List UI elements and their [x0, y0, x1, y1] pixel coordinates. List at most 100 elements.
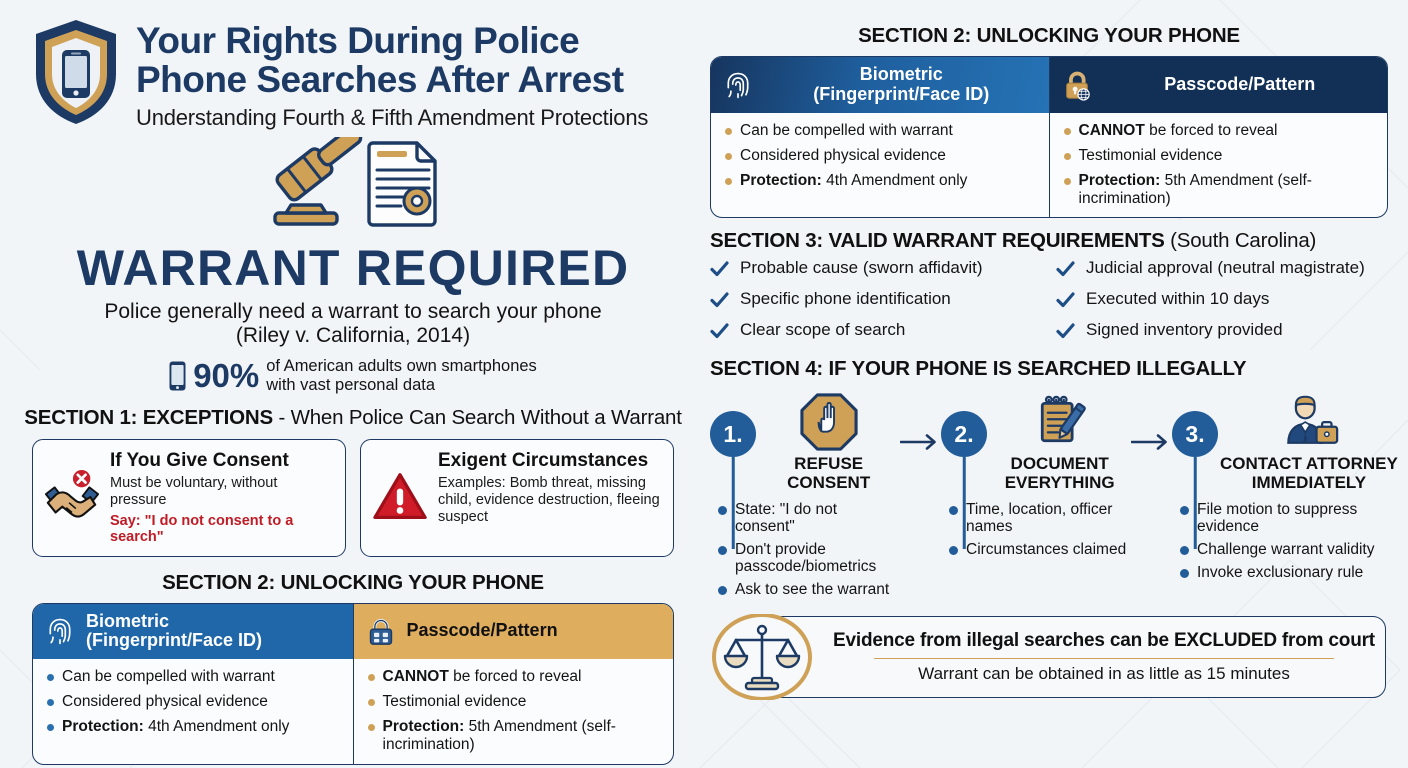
requirement-text: Specific phone identification	[740, 289, 951, 309]
list-item: Testimonial evidence	[367, 693, 662, 711]
section2-header-biometric: Biometric (Fingerprint/Face ID)	[33, 603, 353, 660]
list-item: Protection: 4th Amendment only	[725, 172, 1037, 190]
list-item: Don't provide passcode/biometrics	[718, 541, 899, 575]
warrant-hero: WARRANT REQUIRED Police generally need a…	[0, 136, 706, 394]
bullet-text: Considered physical evidence	[740, 146, 946, 164]
bullet-text: Can be compelled with warrant	[740, 121, 953, 139]
list-item: Circumstances claimed	[949, 541, 1130, 558]
requirement-text: Signed inventory provided	[1086, 320, 1283, 340]
step-3: 3.	[1172, 389, 1398, 587]
footer-divider	[873, 657, 1335, 660]
list-item: Ask to see the warrant	[718, 581, 899, 598]
section3-right-column: Judicial approval (neutral magistrate) E…	[1042, 259, 1388, 352]
footer-line2: Warrant can be obtained in as little as …	[918, 664, 1290, 684]
hero-title: WARRANT REQUIRED	[76, 239, 630, 296]
arrow-right-icon	[899, 389, 941, 451]
section2-header-line1: Biometric	[86, 610, 170, 631]
bullet-text: Testimonial evidence	[1078, 146, 1223, 164]
smartphone-icon	[169, 361, 186, 391]
step-bullet: Challenge warrant validity	[1197, 540, 1375, 558]
shield-phone-icon	[30, 16, 122, 128]
section2-header-line2: (Fingerprint/Face ID)	[86, 630, 263, 651]
requirement-text: Clear scope of search	[740, 320, 906, 340]
bullet-bold: CANNOT	[382, 668, 449, 686]
section3-heading: SECTION 3: VALID WARRANT REQUIREMENTS (S…	[710, 229, 1388, 253]
step-bullet: Time, location, officer names	[966, 500, 1113, 535]
step-number-badge: 2.	[941, 411, 987, 458]
exception-title: Exigent Circumstances	[438, 450, 649, 472]
section3-left-column: Probable cause (sworn affidavit) Specifi…	[710, 259, 1042, 352]
notepad-pencil-icon	[989, 389, 1130, 451]
section2-table-top: Biometric (Fingerprint/Face ID)	[710, 56, 1388, 219]
step-label-line1: REFUSE	[794, 454, 864, 474]
bullet-text: Testimonial evidence	[382, 693, 527, 711]
section1-heading: SECTION 1: EXCEPTIONS - When Police Can …	[0, 406, 706, 430]
stat-text-line1: of American adults own smartphones	[266, 357, 537, 376]
list-item: Invoke exclusionary rule	[1180, 564, 1388, 581]
arrow-right-icon	[1130, 389, 1172, 451]
exception-card-consent[interactable]: If You Give Consent Must be voluntary, w…	[32, 439, 346, 557]
section2-body-passcode: CANNOT be forced to reveal Testimonial e…	[1048, 112, 1388, 218]
attorney-briefcase-icon	[1220, 389, 1398, 451]
step-number-badge: 1.	[710, 411, 756, 458]
section1-heading-rest: - When Police Can Search Without a Warra…	[272, 406, 682, 430]
list-item: Specific phone identification	[710, 290, 1042, 313]
list-item: State: "I do not consent"	[718, 501, 899, 535]
bullet-text: 5th Amendment (self-incrimination)	[382, 718, 616, 754]
bullet-text: 4th Amendment only	[143, 718, 290, 736]
bullet-text: 4th Amendment only	[821, 171, 968, 189]
requirement-text: Judicial approval (neutral magistrate)	[1086, 258, 1365, 278]
hero-citation: (Riley v. California, 2014)	[235, 324, 471, 348]
list-item: Time, location, officer names	[949, 501, 1130, 535]
check-icon	[1056, 292, 1075, 313]
stop-hand-icon	[758, 389, 899, 452]
exception-subtitle: Examples: Bomb threat, missing child, ev…	[438, 474, 660, 525]
step-bullet: Invoke exclusionary rule	[1197, 563, 1364, 581]
list-item: Testimonial evidence	[1063, 146, 1376, 165]
page-title-line2: Phone Searches After Arrest	[136, 58, 624, 100]
exception-title: If You Give Consent	[110, 450, 289, 472]
step-bullet: Ask to see the warrant	[735, 581, 890, 599]
step-1: 1. REFUSE CONSENT	[710, 389, 899, 604]
section2-heading-left-text: SECTION 2: UNLOCKING YOUR PHONE	[162, 570, 544, 594]
section2-body-biometric: Can be compelled with warrant Considered…	[711, 113, 1049, 218]
section3-heading-rest: (South Carolina)	[1164, 229, 1317, 253]
padlock-icon	[364, 616, 398, 646]
step-label-line2: CONSENT	[787, 473, 871, 493]
section1-heading-bold: SECTION 1: EXCEPTIONS	[24, 406, 273, 430]
bullet-text: 5th Amendment (self-incrimination)	[1078, 171, 1312, 207]
section2-body-biometric: Can be compelled with warrant Considered…	[33, 659, 353, 764]
list-item: CANNOT be forced to reveal	[1063, 121, 1376, 140]
hero-line1: Police generally need a warrant to searc…	[104, 299, 602, 323]
page-subtitle: Understanding Fourth & Fifth Amendment P…	[136, 104, 649, 130]
list-item: Considered physical evidence	[47, 693, 341, 711]
requirement-text: Executed within 10 days	[1086, 289, 1270, 309]
bullet-bold: Protection:	[382, 718, 465, 736]
check-icon	[710, 292, 729, 313]
page-header: Your Rights During Police Phone Searches…	[0, 0, 706, 131]
exception-card-exigent[interactable]: Exigent Circumstances Examples: Bomb thr…	[360, 439, 674, 557]
right-column: SECTION 2: UNLOCKING YOUR PHONE	[706, 0, 1408, 768]
list-item: Protection: 4th Amendment only	[47, 718, 341, 736]
stat-text-line2: with vast personal data	[266, 375, 436, 394]
step-bullet: Don't provide passcode/biometrics	[735, 540, 877, 575]
bullet-bold: Protection:	[1078, 171, 1161, 189]
step-label-line1: CONTACT ATTORNEY	[1220, 454, 1398, 474]
section3-requirements: Probable cause (sworn affidavit) Specifi…	[710, 259, 1388, 352]
left-column: Your Rights During Police Phone Searches…	[0, 0, 706, 766]
section3-heading-bold: SECTION 3: VALID WARRANT REQUIREMENTS	[710, 229, 1165, 253]
warning-triangle-icon	[371, 450, 429, 544]
section2-heading-top: SECTION 2: UNLOCKING YOUR PHONE	[710, 24, 1388, 48]
scales-of-justice-icon	[710, 613, 814, 702]
exception-subtitle: Must be voluntary, without pressure	[110, 474, 278, 508]
bullet-bold: CANNOT	[1078, 121, 1145, 139]
section2-header-line2: (Fingerprint/Face ID)	[813, 83, 990, 104]
check-icon	[710, 323, 729, 344]
check-icon	[710, 261, 729, 282]
step-label-line2: EVERYTHING	[1004, 473, 1115, 493]
list-item: Signed inventory provided	[1056, 321, 1388, 344]
section4-heading: SECTION 4: IF YOUR PHONE IS SEARCHED ILL…	[710, 357, 1388, 381]
bullet-bold: Protection:	[740, 171, 822, 189]
bullet-text: be forced to reveal	[1144, 121, 1278, 139]
step-bullet: Circumstances claimed	[966, 540, 1127, 558]
